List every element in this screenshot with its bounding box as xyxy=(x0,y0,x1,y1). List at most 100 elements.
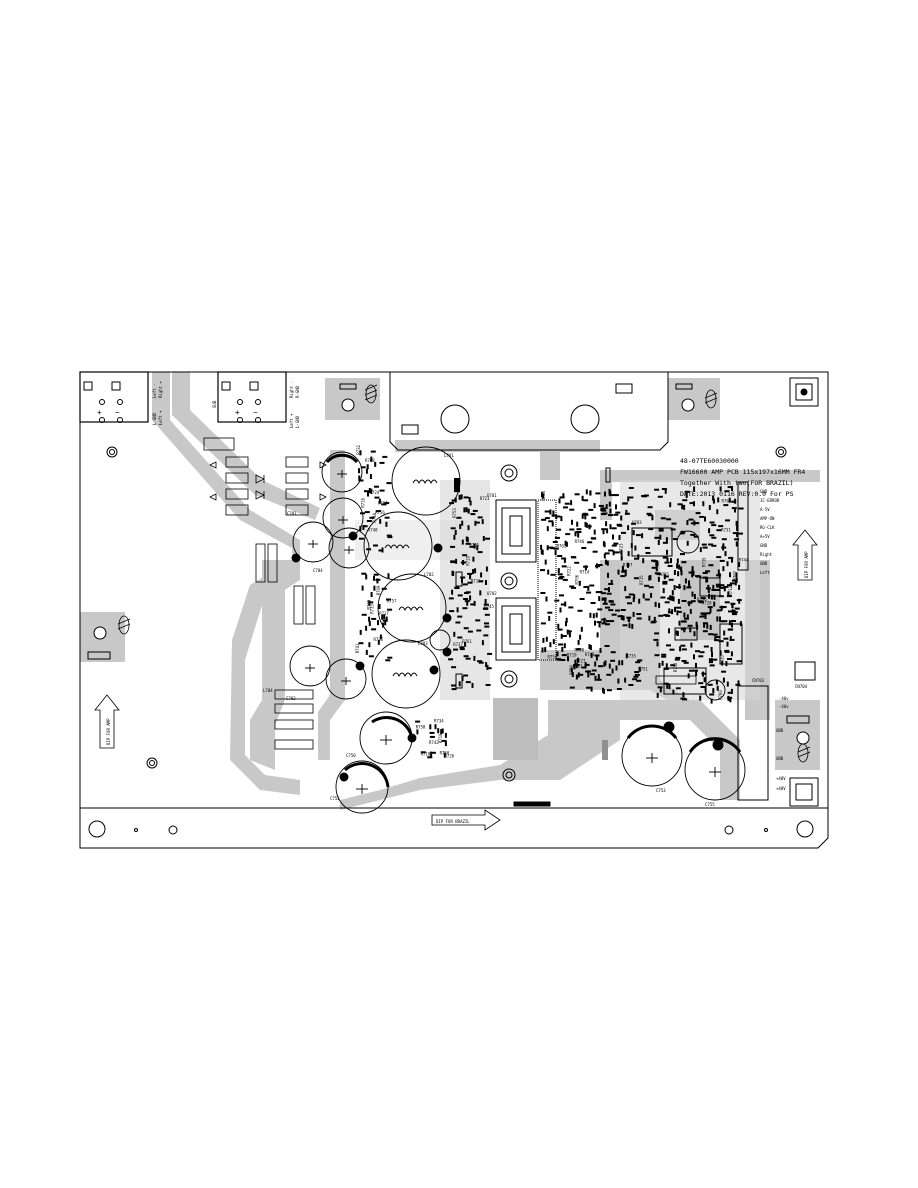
smd-pad xyxy=(551,514,557,517)
smd-pad xyxy=(463,598,469,600)
smd-pad xyxy=(732,532,738,535)
smd-pad xyxy=(617,524,623,527)
smd-pad xyxy=(368,655,374,658)
inductor-label: L704 xyxy=(263,688,273,693)
smd-pad xyxy=(415,720,421,723)
smd-pad xyxy=(702,546,708,549)
smd-pad xyxy=(551,521,554,527)
pin-label: GND xyxy=(760,561,768,566)
resistor-label: R712 xyxy=(728,585,733,595)
resistor-label: R763 xyxy=(722,499,732,504)
smd-pad xyxy=(679,646,682,652)
smd-pad xyxy=(658,527,664,530)
resistor-label: R709 xyxy=(376,585,381,595)
smd-pad xyxy=(477,551,483,554)
smd-pad xyxy=(683,504,686,510)
smd-pad xyxy=(562,493,565,499)
part-number: 48-07TE60030000 xyxy=(680,457,739,465)
smd-pad xyxy=(481,640,484,646)
smd-pad xyxy=(603,661,606,667)
smd-pad xyxy=(563,506,568,509)
smd-pad xyxy=(620,550,623,556)
smd-pad xyxy=(359,450,362,456)
resistor-label: R713 xyxy=(471,579,481,584)
smd-pad xyxy=(663,667,669,670)
smd-pad xyxy=(716,529,722,532)
smd-pad xyxy=(575,674,578,680)
smd-pad xyxy=(359,526,362,531)
smd-pad xyxy=(632,597,635,603)
smd-pad xyxy=(648,575,651,581)
smd-pad xyxy=(476,629,482,632)
smd-pad xyxy=(683,585,686,591)
power-label: GND xyxy=(776,756,784,761)
smd-pad xyxy=(451,666,457,669)
smd-pad xyxy=(695,650,700,653)
smd-pad xyxy=(580,626,583,632)
copper-traces xyxy=(80,372,820,810)
power-connector xyxy=(737,685,769,801)
smd-pad xyxy=(711,524,717,527)
smd-pad xyxy=(429,735,435,738)
smd-pad xyxy=(651,515,654,521)
pin-label: Left xyxy=(760,570,770,575)
smd-pad xyxy=(728,610,733,613)
capacitor xyxy=(291,521,334,563)
smd-pad xyxy=(631,522,637,525)
smd-pad xyxy=(636,613,642,615)
smd-pad xyxy=(589,645,592,650)
smd-pad xyxy=(651,566,657,569)
smd-pad xyxy=(441,728,444,734)
smd-pad xyxy=(661,655,667,658)
smd-pad xyxy=(598,665,603,668)
smd-pad xyxy=(734,538,740,541)
smd-pad xyxy=(576,528,582,531)
smd-pad xyxy=(569,528,575,531)
board-date: DATE:2013 0116 REV:0.0 For PS xyxy=(680,490,794,498)
pin-label: GND xyxy=(760,489,768,494)
smd-pad xyxy=(709,693,715,696)
smd-pad xyxy=(691,572,694,578)
smd-pad xyxy=(460,494,463,500)
smd-pad xyxy=(656,692,659,698)
smd-pad xyxy=(707,606,713,609)
power-label: +40V xyxy=(776,786,786,791)
smd-pad xyxy=(634,673,640,676)
smd-pad xyxy=(430,751,436,754)
smd-pad xyxy=(378,604,381,609)
resistor-label: R753 xyxy=(452,508,457,518)
smd-pad xyxy=(577,532,580,538)
smd-pad xyxy=(456,516,462,519)
smd-pad xyxy=(540,549,543,555)
smd-pad xyxy=(706,623,709,629)
smd-pad xyxy=(681,660,687,662)
smd-pad xyxy=(654,654,660,657)
smd-pad xyxy=(589,490,592,496)
board-info-block: 48-07TE60030000 FW16600 AMP PCB 115x197x… xyxy=(680,457,805,498)
smd-pad xyxy=(559,607,562,613)
smd-pad xyxy=(584,521,587,527)
smd-pad xyxy=(605,623,610,626)
smd-pad xyxy=(560,659,566,661)
smd-pad xyxy=(664,561,670,564)
smd-pad xyxy=(634,545,637,551)
smd-pad xyxy=(609,620,615,623)
ic-label: U702 xyxy=(487,591,497,596)
smd-pad xyxy=(385,616,388,622)
smd-pad xyxy=(675,687,681,690)
smd-pad xyxy=(694,522,700,525)
smd-pad xyxy=(634,557,639,560)
smd-pad xyxy=(564,540,567,546)
smd-pad xyxy=(723,586,726,592)
smd-pad xyxy=(727,486,733,489)
smd-pad xyxy=(731,603,734,609)
smd-pad xyxy=(566,630,572,633)
smd-pad xyxy=(635,661,641,664)
smd-pad xyxy=(688,583,691,589)
smd-pad xyxy=(587,672,590,678)
smd-pad xyxy=(704,614,707,620)
inductor-group: L701 L702 L703 xyxy=(363,446,461,709)
smd-pad xyxy=(705,577,708,583)
smd-pad xyxy=(675,630,678,636)
smd-pad xyxy=(631,623,634,629)
